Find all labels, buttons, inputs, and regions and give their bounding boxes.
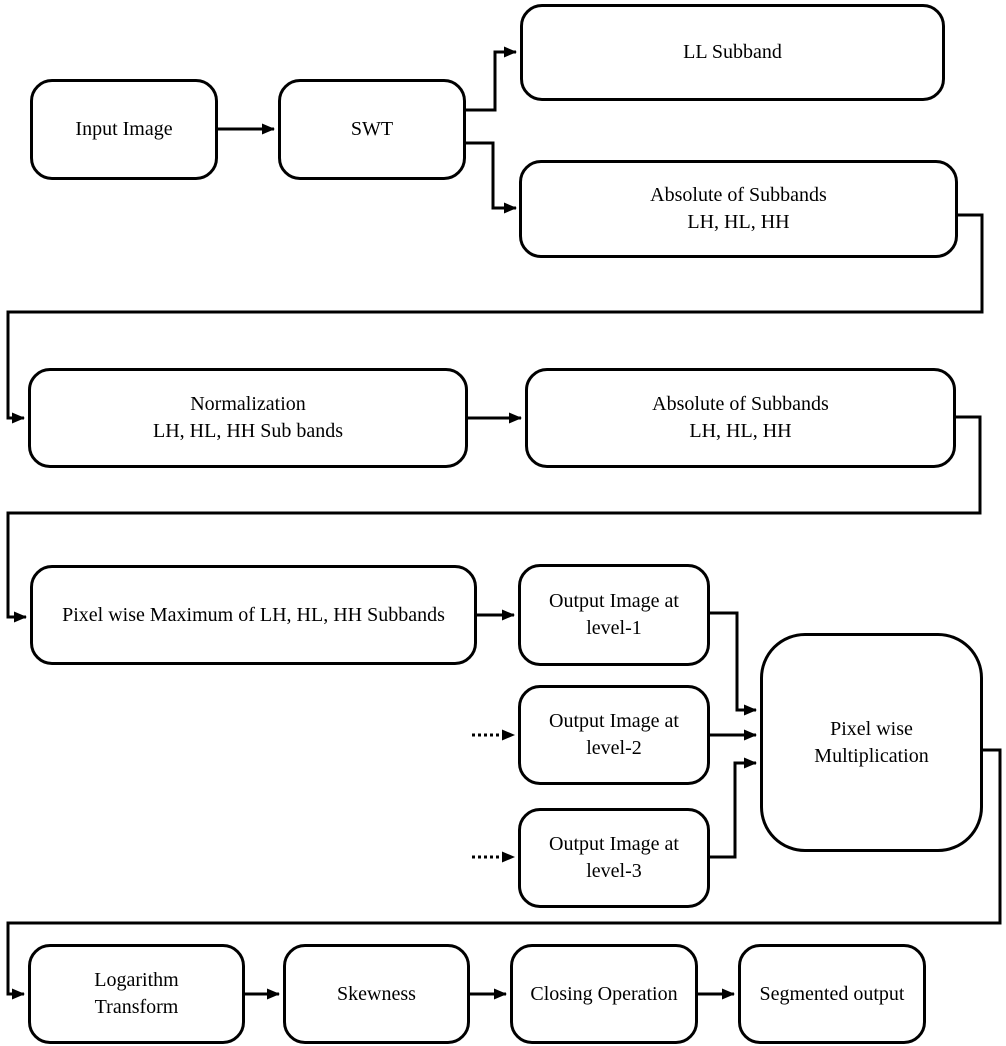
node-label-line2: level-2 (586, 737, 642, 759)
node-label-line2: level-1 (586, 617, 642, 639)
node-absolute-subbands-level2: Absolute of Subbands LH, HL, HH (525, 368, 956, 468)
arrow-output-level3-to-multiplication (710, 757, 757, 859)
node-label-line1: Output Image at (549, 590, 679, 612)
node-normalization: Normalization LH, HL, HH Sub bands (28, 368, 468, 468)
node-output-image-level-2: Output Image at level-2 (518, 685, 710, 785)
node-label-line1: Output Image at (549, 833, 679, 855)
arrow-multiplication-to-logarithm (6, 748, 1002, 1000)
node-label: Skewness (337, 982, 416, 1005)
node-label-line1: Output Image at (549, 710, 679, 732)
node-absolute-subbands-level1: Absolute of Subbands LH, HL, HH (519, 160, 958, 258)
node-label-line1: Absolute of Subbands (650, 184, 827, 206)
node-input-image: Input Image (30, 79, 218, 180)
node-label-line2: level-3 (586, 860, 642, 882)
node-label: Pixel wise Maximum of LH, HL, HH Subband… (62, 603, 445, 626)
node-label: Segmented output (759, 982, 905, 1005)
arrow-swt-to-absolute-level1 (466, 141, 517, 214)
node-skewness: Skewness (283, 944, 470, 1044)
node-label: SWT (350, 118, 394, 140)
node-label-line2: LH, HL, HH Sub bands (153, 420, 343, 442)
node-label-line2: Transform (94, 996, 179, 1018)
arrow-swt-to-ll-subband (466, 46, 517, 112)
node-pixel-wise-multiplication: Pixel wise Multiplication (760, 633, 983, 852)
node-label-line1: Normalization (190, 393, 306, 415)
node-output-image-level-3: Output Image at level-3 (518, 808, 710, 908)
arrow-output-level1-to-multiplication (710, 611, 757, 716)
arrow-absolute-level1-to-normalization (6, 213, 984, 424)
node-label-line1: Pixel wise (830, 717, 913, 740)
node-ll-subband: LL Subband (520, 4, 945, 101)
node-label-line2: Multiplication (814, 744, 929, 767)
node-label-line2: LH, HL, HH (689, 420, 792, 442)
node-label: LL Subband (683, 41, 782, 63)
node-logarithm-transform: Logarithm Transform (28, 944, 245, 1044)
node-pixel-wise-maximum: Pixel wise Maximum of LH, HL, HH Subband… (30, 565, 477, 665)
arrow-absolute-level2-to-pixel-max (6, 415, 982, 623)
node-output-image-level-1: Output Image at level-1 (518, 564, 710, 666)
node-segmented-output: Segmented output (738, 944, 926, 1044)
node-swt: SWT (278, 79, 466, 180)
node-label-line2: LH, HL, HH (687, 211, 790, 233)
node-label-line1: Absolute of Subbands (652, 393, 829, 415)
node-label-line1: Logarithm (94, 969, 179, 991)
node-label: Closing Operation (530, 982, 678, 1005)
node-label: Input Image (75, 118, 173, 140)
node-closing-operation: Closing Operation (510, 944, 698, 1044)
